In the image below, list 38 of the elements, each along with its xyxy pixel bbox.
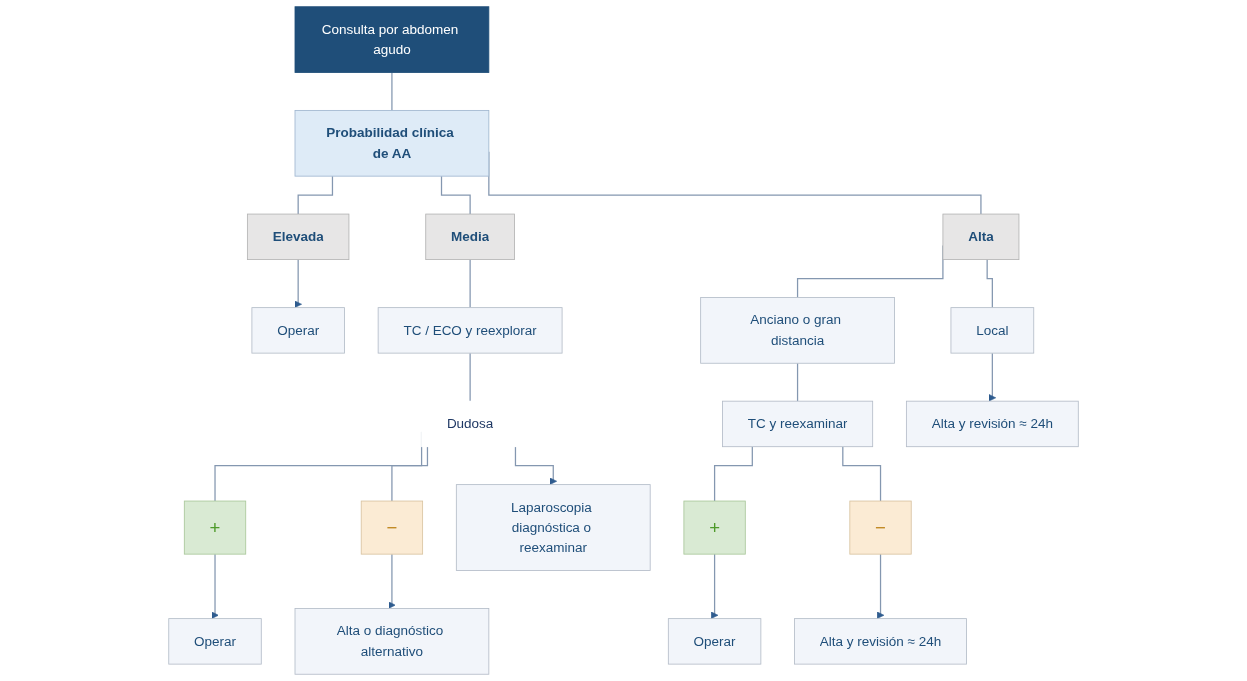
node-box: + [683, 500, 746, 555]
arrow [211, 553, 219, 619]
arrow [876, 553, 885, 619]
connector [796, 362, 799, 402]
connector [842, 446, 882, 502]
connector [469, 352, 471, 402]
node-box: + [183, 500, 247, 555]
node-box: − [849, 500, 912, 555]
node-box: Alta [942, 213, 1020, 260]
node-box: Operar [168, 618, 262, 665]
arrow [514, 446, 557, 485]
connector [391, 71, 393, 112]
node-box: Elevada [246, 213, 350, 260]
arrow [988, 352, 996, 402]
node-box: Alta y revisión ≈ 24h [794, 618, 967, 665]
node-box: Consulta por abdomen agudo [294, 6, 490, 73]
connector [469, 258, 471, 309]
connector [297, 175, 334, 215]
connector [713, 446, 753, 502]
node-box: − [360, 500, 423, 555]
node-box: Alta o diagnóstico alternativo [294, 608, 490, 675]
node-box: Anciano o gran distancia [700, 297, 895, 364]
node-box: Media [425, 213, 515, 260]
node-box: Local [950, 307, 1035, 354]
node-box: TC y reexaminar [722, 400, 874, 448]
node-box: Probabilidad clínica de AA [294, 110, 490, 177]
node-text: Dudosa [446, 416, 494, 431]
arrow [710, 553, 719, 619]
node-box: Operar [251, 307, 345, 354]
connector [440, 175, 471, 215]
connector [391, 446, 429, 502]
node-box: Alta y revisión ≈ 24h [905, 400, 1079, 448]
node-box: TC / ECO y reexplorar [377, 307, 563, 354]
arrow [388, 553, 396, 609]
connector [986, 258, 993, 309]
node-box: Operar [667, 618, 762, 665]
node-box: Laparoscopia diagnóstica o reexaminar [455, 484, 651, 571]
arrow [294, 258, 302, 308]
